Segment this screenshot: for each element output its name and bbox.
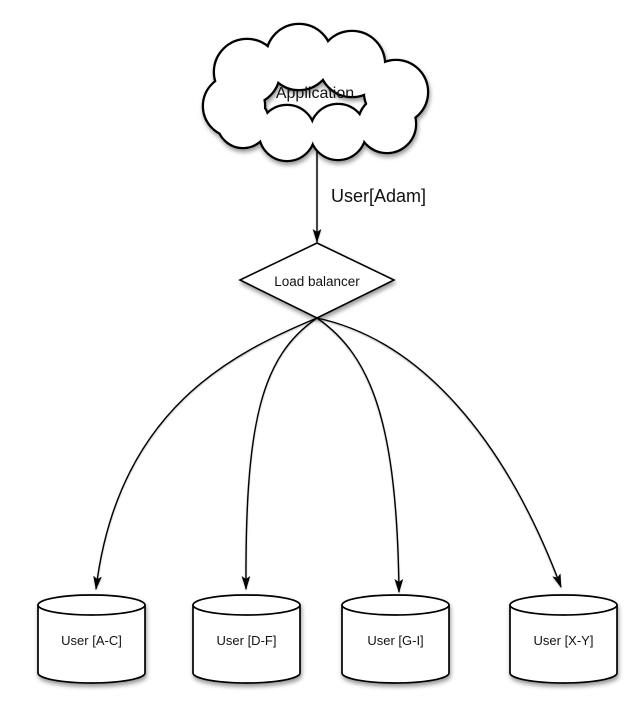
cylinder-body (37, 605, 146, 684)
shard-ac-label: User [A-C] (61, 633, 122, 648)
cylinder-body (341, 605, 450, 684)
cylinder-body (192, 605, 301, 684)
edge-loadbalancer-to-shard-gi (316, 317, 404, 593)
edge-loadbalancer-to-shard-df (241, 317, 318, 590)
fanout-edges (93, 317, 562, 593)
cylinder-top (341, 594, 450, 616)
cylinder-top (509, 594, 618, 616)
application-cloud-node (201, 22, 430, 163)
edge-loadbalancer-to-shard-ac (93, 317, 318, 590)
load-balancer-label: Load balancer (274, 274, 360, 289)
shard-df-cylinder-node (192, 594, 301, 684)
shard-df-label: User [D-F] (217, 633, 277, 648)
shard-gi-cylinder-node (341, 594, 450, 684)
edge-user-adam-label: User[Adam] (331, 186, 426, 206)
edge-loadbalancer-to-shard-xy (316, 317, 562, 588)
cloud-fill (204, 25, 427, 160)
shard-ac-cylinder-node (37, 594, 146, 684)
shard-xy-cylinder-node (509, 594, 618, 684)
cylinder-top (37, 594, 146, 616)
shard-xy-label: User [X-Y] (534, 633, 594, 648)
cylinder-top (192, 594, 301, 616)
application-label: Application (276, 85, 354, 102)
shard-gi-label: User [G-I] (367, 633, 423, 648)
cylinder-body (509, 605, 618, 684)
